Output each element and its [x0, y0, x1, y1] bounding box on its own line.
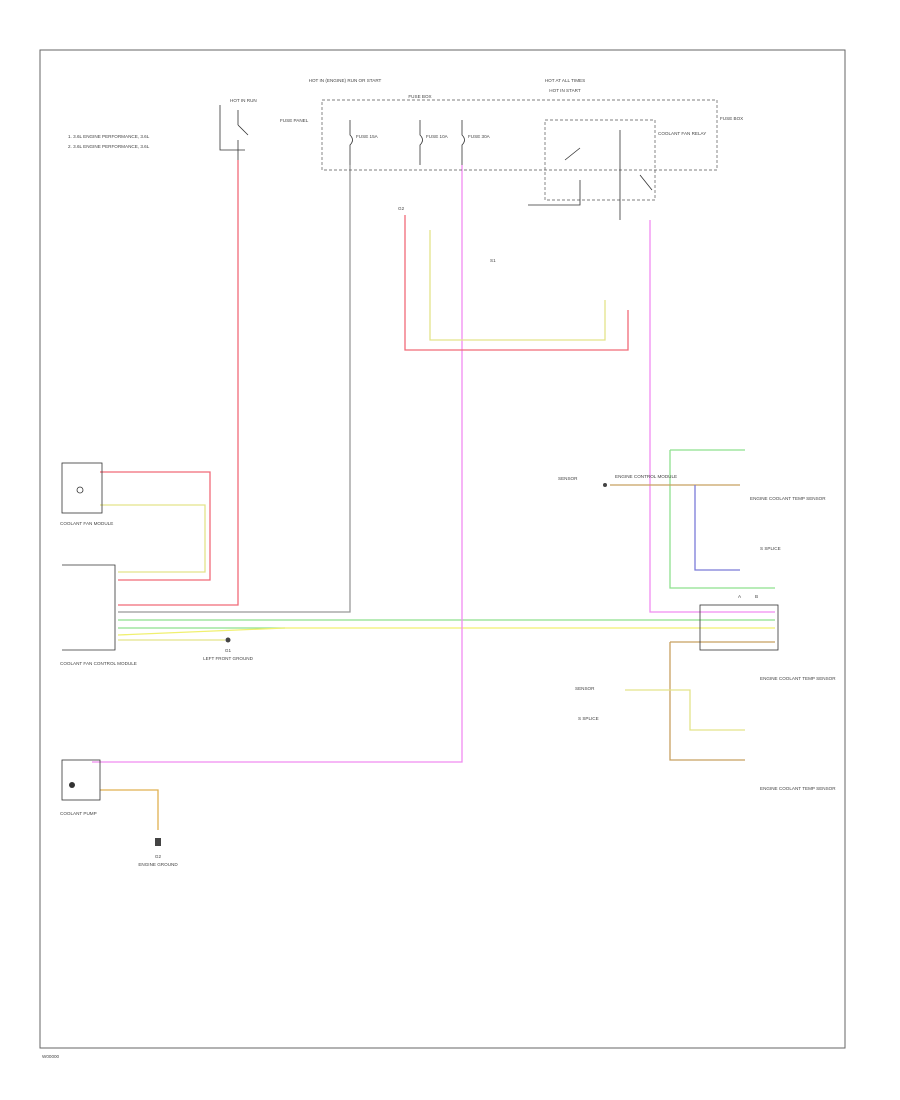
fuse-a: FUSE 15A: [349, 120, 379, 165]
sensor-1-label: SENSOR: [558, 476, 578, 481]
fuse-box-label: FUSE BOX: [408, 94, 431, 99]
wire-green-3: [669, 449, 775, 589]
wire-red: [118, 160, 239, 606]
wire-relay-red: [404, 215, 629, 351]
pin-a-label: A: [738, 594, 742, 599]
coolant-fan-module-box: [61, 462, 103, 514]
fuse-box-right-label: FUSE BOX: [720, 116, 743, 121]
ecm-1-label: ENGINE CONTROL MODULE: [615, 474, 677, 479]
wire-yellow-3: [625, 689, 745, 731]
control-module-box: [62, 564, 116, 651]
pin-b-label: B: [755, 594, 758, 599]
connector-block-right: [699, 604, 779, 651]
wire-yellow-2: [117, 627, 775, 636]
ground-2-label: G2: [155, 854, 162, 859]
ignition-switch: [219, 105, 249, 160]
wire-blue: [694, 485, 740, 571]
ground-g1: [225, 637, 231, 643]
fuse-box-outline: [321, 99, 718, 171]
cfm-control-label: COOLANT FAN CONTROL MODULE: [60, 661, 137, 666]
wire-red-2: [100, 471, 211, 581]
wire-yellow-1: [100, 504, 206, 573]
s-splice-2-label: S SPLICE: [578, 716, 599, 721]
footer-code: W00000: [42, 1054, 60, 1059]
fuse-b: FUSE 10A: [419, 120, 449, 165]
ect-sensor-label: ENGINE COOLANT TEMP SENSOR: [750, 496, 826, 501]
ect-sensor-2-label: ENGINE COOLANT TEMP SENSOR: [760, 676, 836, 681]
hot-in-run-label: HOT IN RUN: [230, 98, 257, 103]
fuse-c: FUSE 30A: [461, 120, 491, 165]
coolant-pump-label: COOLANT PUMP: [60, 811, 97, 816]
wire-violet-1: [92, 165, 463, 763]
ground-g2: [155, 838, 161, 846]
coolant-pump-box: [61, 759, 101, 801]
s-splice-label: S SPLICE: [760, 546, 781, 551]
legend-1: 1. 3.6L ENGINE PERFORMANCE, 3.6L: [68, 134, 150, 139]
wire-grey: [118, 165, 351, 613]
cfm-module-label: COOLANT FAN MODULE: [60, 521, 113, 526]
relay-label: COOLANT FAN RELAY: [658, 131, 706, 136]
legend-2: 2. 3.6L ENGINE PERFORMANCE, 3.6L: [68, 144, 150, 149]
ecu-top-label: HOT IN (ENGINE) RUN OR START: [309, 78, 382, 83]
fuse-panel-label: FUSE PANEL: [280, 118, 309, 123]
ground-1-label: G1: [225, 648, 232, 653]
wire-violet-2: [649, 220, 775, 613]
fuse-b-label: FUSE 10A: [426, 134, 449, 139]
splice-label: S1: [490, 258, 496, 263]
fuse-a-label: FUSE 15A: [356, 134, 379, 139]
wire-brown-1: [100, 789, 159, 830]
ect-sensor-3-label: ENGINE COOLANT TEMP SENSOR: [760, 786, 836, 791]
wire-brown-3: [669, 641, 775, 761]
ground-1b-label: LEFT FRONT GROUND: [203, 656, 254, 661]
diagram-frame: [39, 49, 846, 1049]
hot-all-times-label: HOT AT ALL TIMES: [545, 78, 585, 83]
hot-in-start-label: HOT IN START: [549, 88, 581, 93]
sensor-2-label: SENSOR: [575, 686, 595, 691]
coolant-fan-relay: [528, 119, 656, 220]
g-conn-label: G2: [398, 206, 405, 211]
ground-2b-label: ENGINE GROUND: [138, 862, 178, 867]
fuse-c-label: FUSE 30A: [468, 134, 491, 139]
wire-relay-yellow: [429, 230, 606, 341]
